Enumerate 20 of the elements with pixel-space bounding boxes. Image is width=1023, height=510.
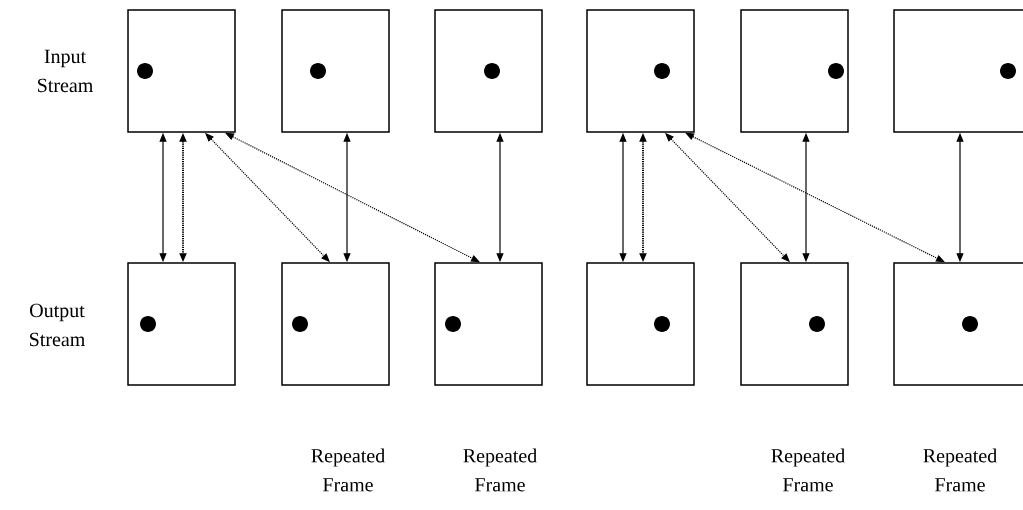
text-label: Input Stream (38, 49, 94, 93)
frame-box (434, 262, 543, 386)
frame-box (893, 262, 1023, 386)
frame-box (281, 262, 390, 386)
frame-box (586, 262, 695, 386)
frame-box (586, 9, 695, 133)
text-label: Repeated Frame (771, 448, 845, 492)
text-label: Repeated Frame (311, 448, 385, 492)
frame-box (893, 9, 1023, 133)
frame-box (740, 262, 849, 386)
text-label: Output Stream (30, 303, 86, 347)
arrow (685, 132, 945, 263)
frame-box (281, 9, 390, 133)
text-label: Repeated Frame (923, 448, 997, 492)
frame-box (127, 9, 236, 133)
text-label: Repeated Frame (463, 448, 537, 492)
frame-box (740, 9, 849, 133)
arrow (225, 132, 480, 263)
frame-box (127, 262, 236, 386)
frame-box (434, 9, 543, 133)
